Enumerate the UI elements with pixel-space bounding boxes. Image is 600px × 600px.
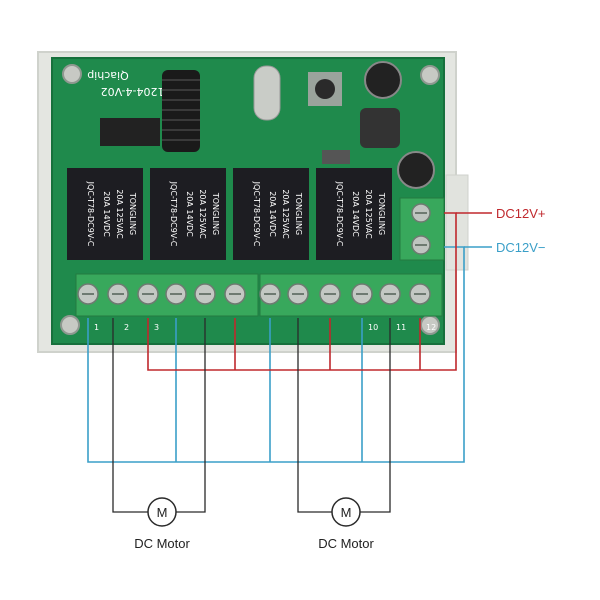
board-model-label: KR1204-4-V02	[101, 85, 180, 98]
relay-1-brand: TONGLING	[128, 192, 137, 235]
relay-bank: TONGLING 20A 125VAC 20A 14VDC JQC-T78-DC…	[67, 168, 392, 260]
terminal-number-12: 12	[426, 323, 436, 332]
board-brand-label: Qiachip	[87, 69, 129, 82]
wires-blue	[87, 246, 465, 463]
relay-4-part: JQC-T78-DC9V-C	[335, 181, 344, 247]
terminal-number-10: 10	[368, 323, 378, 332]
motor-left: M DC Motor	[134, 497, 190, 551]
terminal-number-3: 3	[154, 323, 159, 332]
relay-2-brand: TONGLING	[211, 192, 220, 235]
relay-3-rating-2: 20A 14VDC	[268, 191, 277, 237]
push-button	[315, 79, 335, 99]
motor-left-symbol: M	[157, 505, 168, 520]
relay-3-part: JQC-T78-DC9V-C	[252, 181, 261, 247]
relay-4-rating-2: 20A 14VDC	[351, 191, 360, 237]
motor-left-symbol-circle	[147, 497, 177, 527]
decoder-chip	[100, 118, 160, 146]
relay-4	[316, 168, 392, 260]
terminal-number-1: 1	[94, 323, 99, 332]
relay-1-rating-2: 20A 14VDC	[102, 191, 111, 237]
smd-component	[322, 150, 350, 164]
crystal	[253, 65, 281, 121]
capacitor-bottom	[397, 151, 435, 189]
motor-left-label: DC Motor	[134, 536, 190, 551]
relay-1-rating-1: 20A 125VAC	[115, 189, 124, 239]
coil-stripes	[162, 79, 200, 141]
motor-right: M DC Motor	[318, 497, 374, 551]
relay-3	[233, 168, 309, 260]
terminal-number-11: 11	[396, 323, 406, 332]
terminal-number-2: 2	[124, 323, 129, 332]
relay-3-rating-1: 20A 125VAC	[281, 189, 290, 239]
wires-motor	[112, 318, 391, 513]
motor-right-symbol-circle	[331, 497, 361, 527]
capacitor-top	[364, 61, 402, 99]
relay-2	[150, 168, 226, 260]
relay-2-rating-2: 20A 14VDC	[185, 191, 194, 237]
power-terminal-screws	[411, 203, 431, 255]
relay-1	[67, 168, 143, 260]
relay-1-part: JQC-T78-DC9V-C	[86, 181, 95, 247]
motor-right-symbol: M	[341, 505, 352, 520]
output-terminal-screws	[77, 283, 431, 305]
relay-4-rating-1: 20A 125VAC	[364, 189, 373, 239]
wires-red	[147, 212, 457, 371]
relay-2-rating-1: 20A 125VAC	[198, 189, 207, 239]
relay-2-part: JQC-T78-DC9V-C	[169, 181, 178, 247]
relay-4-brand: TONGLING	[377, 192, 386, 235]
relay-3-brand: TONGLING	[294, 192, 303, 235]
dc-positive-label: DC12V+	[496, 206, 546, 221]
mounting-holes	[60, 64, 440, 335]
motor-right-label: DC Motor	[318, 536, 374, 551]
dc-negative-label: DC12V−	[496, 240, 546, 255]
inductor	[360, 108, 400, 148]
